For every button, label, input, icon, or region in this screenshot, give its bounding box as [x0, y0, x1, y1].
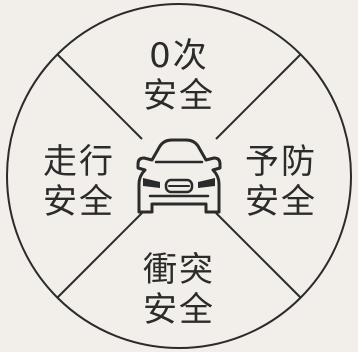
segment-right-line2: 安全: [245, 182, 317, 222]
segment-bottom-line1: 衝突: [143, 250, 215, 290]
divider-bottom-left: [56, 212, 143, 299]
divider-top-left: [56, 53, 143, 140]
segment-left-line2: 安全: [43, 182, 115, 222]
segment-right-label: 予防 安全: [236, 142, 326, 222]
segment-top-label: 0次 安全: [129, 36, 229, 116]
divider-top-right: [215, 53, 302, 140]
segment-bottom-label: 衝突 安全: [129, 250, 229, 330]
divider-bottom-right: [215, 212, 302, 299]
segment-bottom-line2: 安全: [143, 290, 215, 330]
segment-left-label: 走行 安全: [34, 142, 124, 222]
segment-left-line1: 走行: [43, 142, 115, 182]
car-front-icon: [136, 138, 222, 214]
segment-right-line1: 予防: [245, 142, 317, 182]
segment-top-line1: 0次: [149, 36, 209, 76]
segment-top-line2: 安全: [143, 76, 215, 116]
